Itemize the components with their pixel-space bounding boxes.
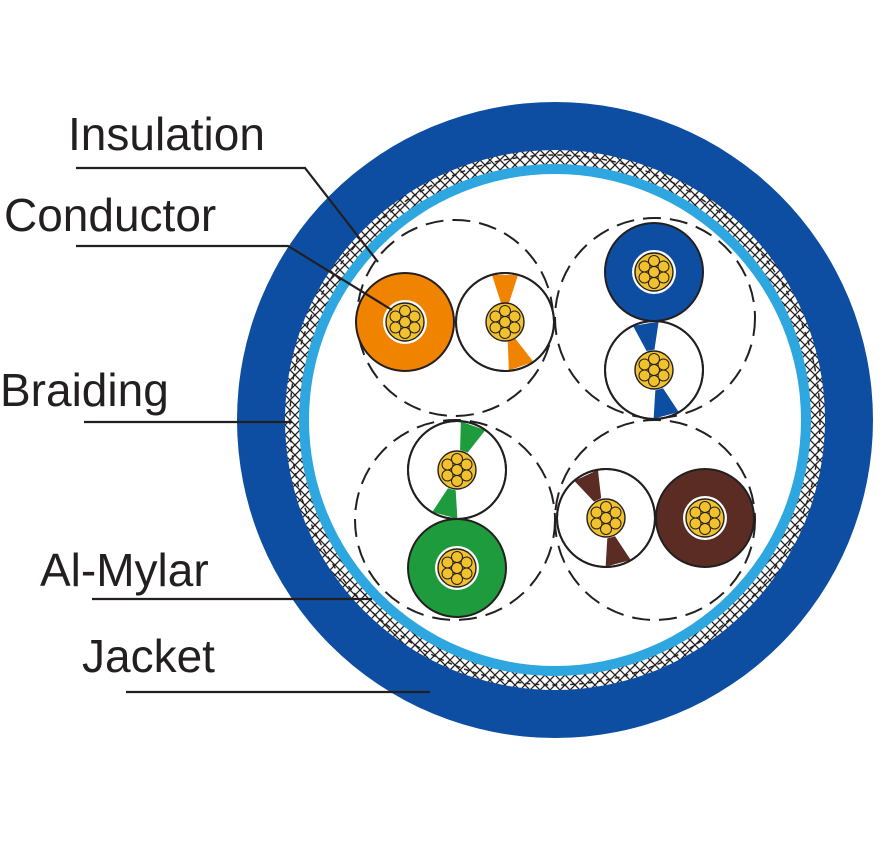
label-braiding: Braiding [0,364,169,416]
wire-striped-blue [604,320,704,420]
wire-solid-green [407,518,507,618]
braiding-dashes [289,154,821,686]
conductor-strands [685,498,725,538]
conductor-strands [385,302,425,342]
leader-lines [76,166,430,694]
twisted-pair-orange-icon [355,272,555,372]
conductor-strands [485,302,525,342]
twisted-pair-green-icon [407,420,507,618]
leader-line-conductor [76,244,393,311]
wire-solid-orange [355,272,455,372]
twisted-pair-blue-icon [604,222,704,420]
leader-line-insulation [76,166,379,263]
conductor-strands [634,350,674,390]
label-insulation: Insulation [68,108,265,160]
conductor-strands [437,548,477,588]
conductor-strands [437,450,477,490]
twisted-pair-brown-icon [556,468,755,568]
label-conductor: Conductor [4,189,216,241]
conductor-strands [586,498,626,538]
wire-striped-green [407,420,507,520]
conductor-strands [634,252,674,292]
wire-solid-blue [604,222,704,322]
wire-solid-brown [655,468,755,568]
wire-striped-brown [556,468,656,568]
label-al-mylar: Al-Mylar [40,544,209,596]
label-jacket: Jacket [82,630,215,682]
wire-striped-orange [455,272,555,372]
